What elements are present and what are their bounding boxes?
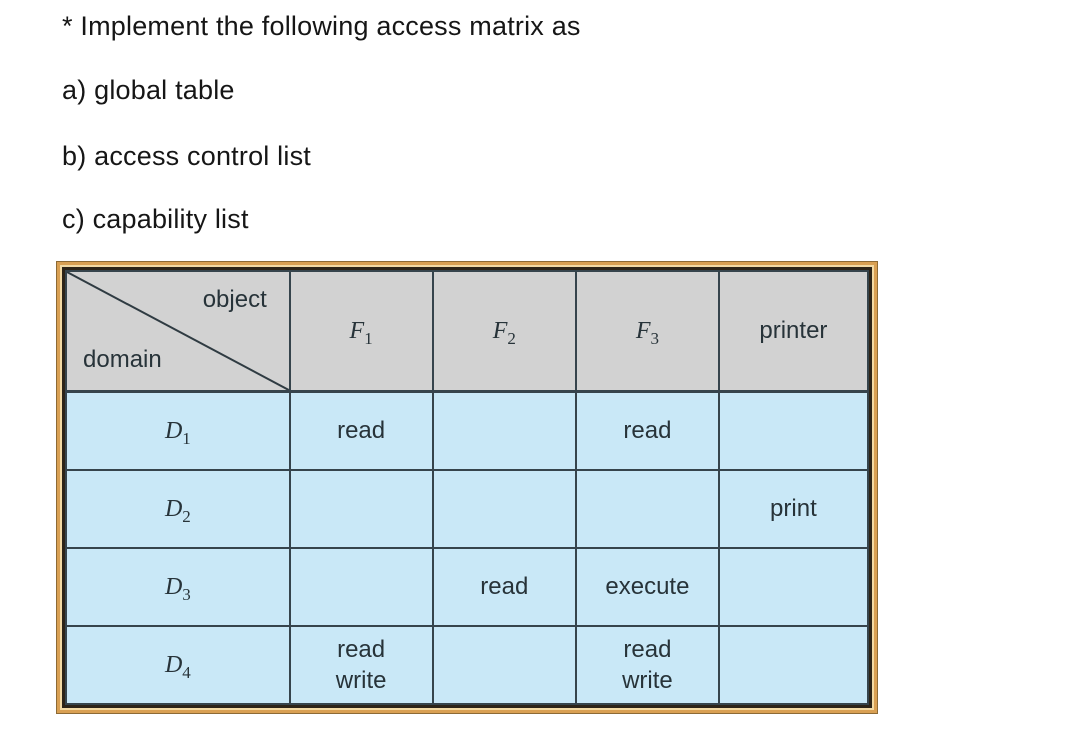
row-header-4: D4: [65, 625, 291, 705]
column-header-4: printer: [717, 270, 870, 393]
matrix-cell: [288, 469, 434, 549]
column-header-3: F3: [575, 270, 720, 393]
matrix-cell: [288, 547, 434, 627]
matrix-row-2: D2 print: [65, 469, 870, 549]
corner-cell: object domain: [65, 270, 291, 393]
matrix-cell: print: [717, 469, 870, 549]
page-title: * Implement the following access matrix …: [62, 11, 581, 41]
matrix-cell: read write: [288, 625, 434, 705]
matrix-cell: read write: [575, 625, 720, 705]
matrix-cell: [575, 469, 720, 549]
matrix-cell: [431, 390, 578, 471]
diagonal-line-icon: [67, 272, 289, 390]
column-header-1: F1: [288, 270, 434, 393]
matrix-cell: execute: [575, 547, 720, 627]
matrix-cell: [431, 469, 578, 549]
list-item-b: b) access control list: [62, 141, 311, 171]
row-header-2: D2: [65, 469, 291, 549]
column-header-2: F2: [431, 270, 578, 393]
matrix-cell: [431, 625, 578, 705]
matrix-cell: read: [575, 390, 720, 471]
corner-domain-label: domain: [83, 346, 162, 373]
list-item-a: a) global table: [62, 75, 235, 105]
list-item-c: c) capability list: [62, 204, 249, 234]
row-header-3: D3: [65, 547, 291, 627]
corner-object-label: object: [202, 286, 267, 313]
matrix-cell: read: [431, 547, 578, 627]
row-header-1: D1: [65, 390, 291, 471]
matrix-cell: [717, 547, 870, 627]
matrix-cell: read: [288, 390, 434, 471]
matrix-cell: [717, 390, 870, 471]
matrix-cell: [717, 625, 870, 705]
